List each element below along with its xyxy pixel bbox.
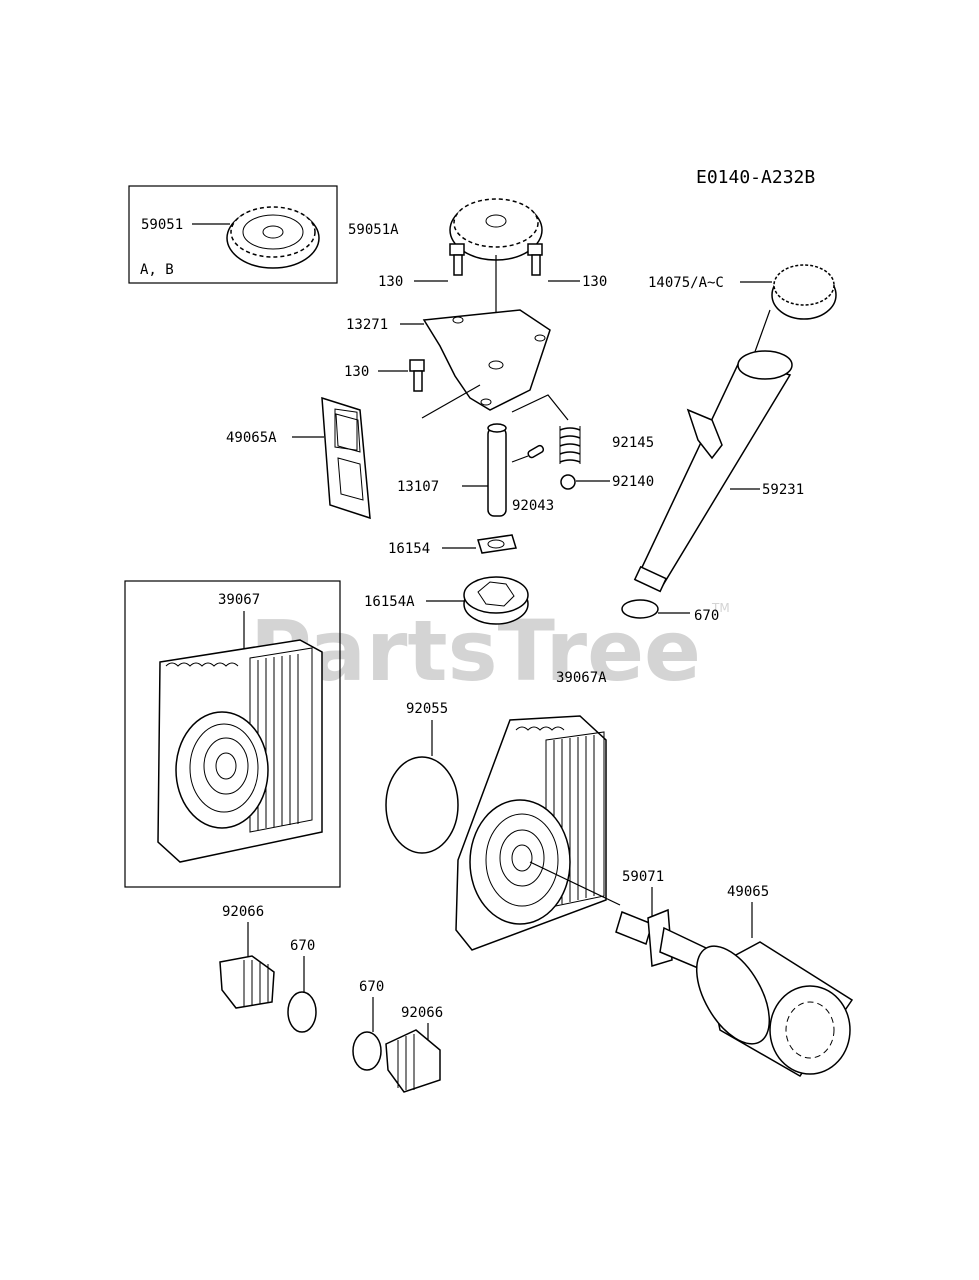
oring-92055: 92055	[385, 701, 459, 854]
watermark-trademark: TM	[711, 601, 730, 615]
fitting-59071: 59071	[615, 869, 707, 969]
label-670-mid[interactable]: 670	[359, 979, 384, 995]
plug-92066-mid: 92066	[385, 1005, 443, 1093]
label-39067A[interactable]: 39067A	[556, 670, 607, 686]
label-49065A[interactable]: 49065A	[226, 430, 277, 446]
oil-cap-14075: 14075/A~C	[648, 264, 837, 320]
label-670-left[interactable]: 670	[290, 938, 315, 954]
label-14075[interactable]: 14075/A~C	[648, 275, 724, 291]
label-49065[interactable]: 49065	[727, 884, 769, 900]
housing-39067-shape	[157, 639, 323, 863]
bolt-130-left: 130	[378, 243, 465, 290]
oil-filter-49065: 49065	[695, 884, 854, 1077]
oring-670-top: 670	[621, 599, 719, 624]
gear-59051A-group: 59051A	[348, 198, 543, 365]
cover-plate-13271: 13271	[346, 309, 569, 421]
label-92043[interactable]: 92043	[512, 498, 554, 514]
gear-59051-shape	[226, 206, 320, 269]
label-92066-left[interactable]: 92066	[222, 904, 264, 920]
label-16154[interactable]: 16154	[388, 541, 430, 557]
variant-box-39067	[124, 580, 341, 888]
rotor-16154: 16154	[388, 534, 517, 557]
label-92145[interactable]: 92145	[612, 435, 654, 451]
bolt-130-right: 130	[527, 243, 607, 290]
label-59051A[interactable]: 59051A	[348, 222, 399, 238]
label-59071[interactable]: 59071	[622, 869, 664, 885]
dipstick-tube-59231: 59231	[633, 309, 804, 593]
housing-39067A-shape	[455, 715, 621, 951]
label-13271[interactable]: 13271	[346, 317, 388, 333]
label-92066-mid[interactable]: 92066	[401, 1005, 443, 1021]
oring-670-mid: 670	[352, 979, 384, 1071]
label-670-top[interactable]: 670	[694, 608, 719, 624]
gear-59051-group: 59051 A, B	[128, 185, 338, 284]
plug-92066-left: 92066	[219, 904, 275, 1009]
label-13107[interactable]: 13107	[397, 479, 439, 495]
label-130-right[interactable]: 130	[582, 274, 607, 290]
label-39067[interactable]: 39067	[218, 592, 260, 608]
label-variants-ab: A, B	[140, 262, 174, 278]
label-59051[interactable]: 59051	[141, 217, 183, 233]
spring-92145: 92145	[559, 426, 654, 464]
label-16154A[interactable]: 16154A	[364, 594, 415, 610]
oring-670-left: 670	[287, 938, 317, 1033]
shaft-13107: 13107	[397, 423, 507, 517]
pin-92043: 92043	[511, 444, 554, 514]
label-92140[interactable]: 92140	[612, 474, 654, 490]
label-130-mid[interactable]: 130	[344, 364, 369, 380]
rotor-16154A: 16154A	[364, 576, 529, 625]
diagram-code: E0140-A232B	[696, 167, 815, 188]
gear-59051A-shape	[449, 198, 543, 261]
bolt-130-mid: 130	[344, 359, 425, 392]
housing-39067-group: 39067	[124, 580, 341, 888]
ball-92140: 92140	[560, 474, 654, 490]
label-92055[interactable]: 92055	[406, 701, 448, 717]
screen-49065A: 49065A	[226, 396, 371, 520]
label-59231[interactable]: 59231	[762, 482, 804, 498]
label-130-left[interactable]: 130	[378, 274, 403, 290]
variant-box-59051	[128, 185, 338, 284]
